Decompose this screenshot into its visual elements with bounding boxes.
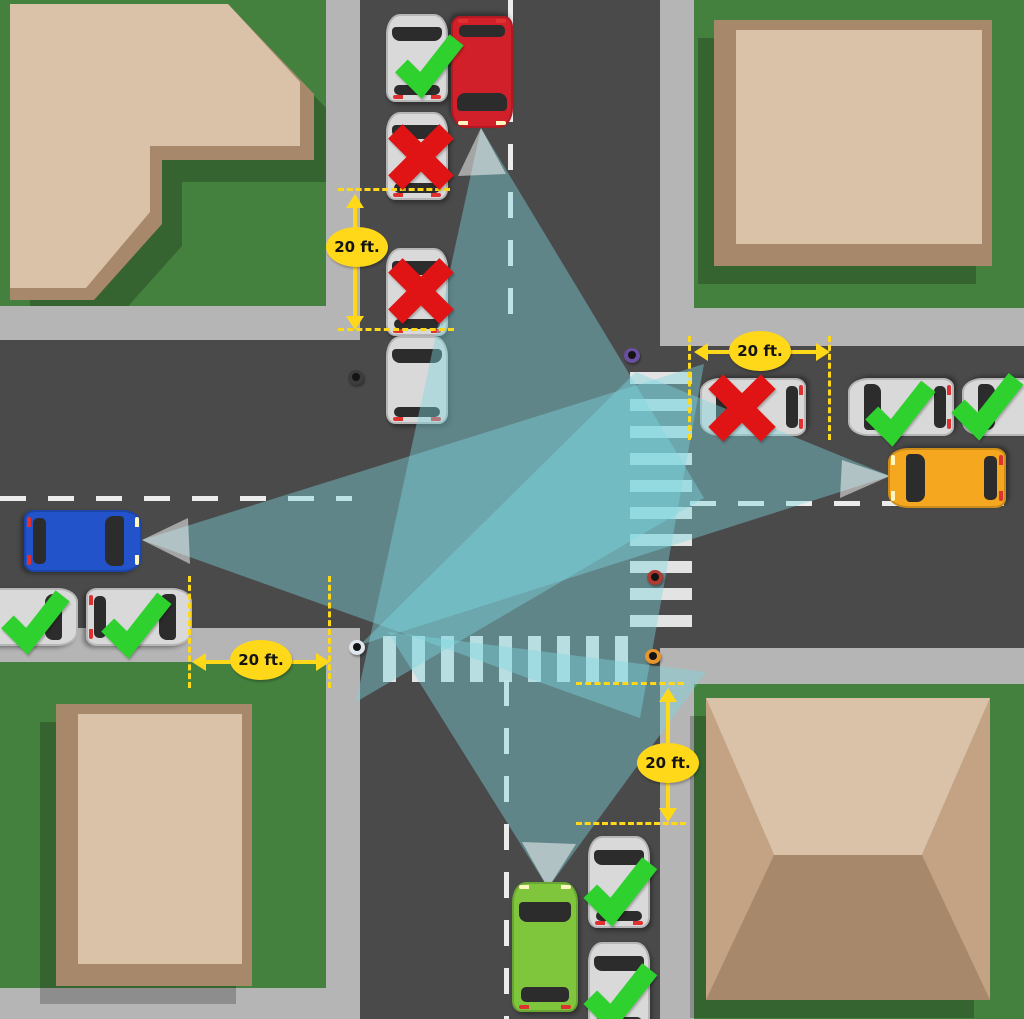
green-check-icon — [395, 34, 464, 99]
crosswalk-east — [630, 372, 692, 632]
orange-car-westbound — [888, 448, 1006, 508]
building-northeast — [714, 20, 992, 266]
lane-divider-west — [0, 496, 352, 501]
building-roof — [736, 30, 982, 244]
headlights — [891, 455, 895, 501]
distance-text: 20 ft. — [238, 651, 284, 669]
headlight-glow-red — [458, 128, 506, 176]
green-check-icon — [583, 963, 658, 1019]
no-parking-boundary-line — [328, 576, 331, 688]
taillights — [595, 921, 643, 925]
no-parking-boundary-line — [338, 188, 450, 191]
red-x-icon — [708, 374, 776, 442]
building-southeast — [706, 698, 990, 1000]
crosswalk-south — [383, 636, 635, 682]
green-check-icon — [951, 372, 1024, 441]
taillights — [27, 517, 31, 565]
building-roof — [10, 4, 300, 288]
headlights — [519, 885, 571, 889]
lane-divider-north — [508, 0, 513, 336]
headlight-glow-blue — [142, 518, 190, 564]
headlights — [135, 517, 139, 565]
lane-divider-east — [690, 501, 1024, 506]
taillights — [999, 455, 1003, 501]
red-x-icon — [388, 124, 454, 190]
green-check-icon — [101, 592, 172, 659]
building-northwest — [10, 4, 326, 306]
headlights — [458, 121, 506, 125]
distance-text: 20 ft. — [334, 238, 380, 256]
vision-cone-green-car — [388, 632, 706, 888]
headlight-glow-orange — [840, 460, 890, 498]
pedestrian — [349, 640, 365, 655]
distance-text: 20 ft. — [645, 754, 691, 772]
red-x-icon — [388, 258, 454, 324]
distance-label: 20 ft. — [230, 640, 292, 680]
taillights — [393, 193, 441, 197]
no-parking-boundary-line — [576, 822, 686, 825]
no-parking-boundary-line — [828, 336, 831, 440]
building-roof — [78, 714, 242, 964]
green-car-northbound — [512, 882, 578, 1012]
blue-car-eastbound — [24, 510, 142, 572]
no-parking-boundary-line — [576, 682, 684, 685]
taillights — [393, 95, 441, 99]
taillights — [393, 329, 441, 333]
pedestrian — [348, 370, 364, 385]
building-southwest — [56, 704, 252, 986]
taillights — [519, 1005, 571, 1009]
lane-divider-south — [504, 680, 509, 1019]
green-check-icon — [865, 380, 936, 447]
no-parking-boundary-line — [188, 576, 191, 688]
distance-label: 20 ft. — [729, 331, 791, 371]
green-check-icon — [583, 857, 658, 927]
green-check-icon — [1, 590, 70, 655]
vision-cone-blue-car — [142, 364, 704, 718]
parked-car-north-4 — [386, 336, 448, 424]
vision-cone-red-car — [356, 128, 704, 702]
pedestrian — [647, 570, 663, 585]
pedestrian — [645, 649, 661, 664]
no-parking-boundary-line — [338, 328, 454, 331]
taillights — [393, 417, 441, 421]
vision-cone-orange-car — [360, 372, 890, 645]
pedestrian — [624, 348, 640, 363]
no-parking-boundary-line — [688, 336, 691, 440]
distance-label: 20 ft. — [637, 743, 699, 783]
headlight-glow-green — [522, 842, 576, 888]
distance-text: 20 ft. — [737, 342, 783, 360]
distance-label: 20 ft. — [326, 227, 388, 267]
